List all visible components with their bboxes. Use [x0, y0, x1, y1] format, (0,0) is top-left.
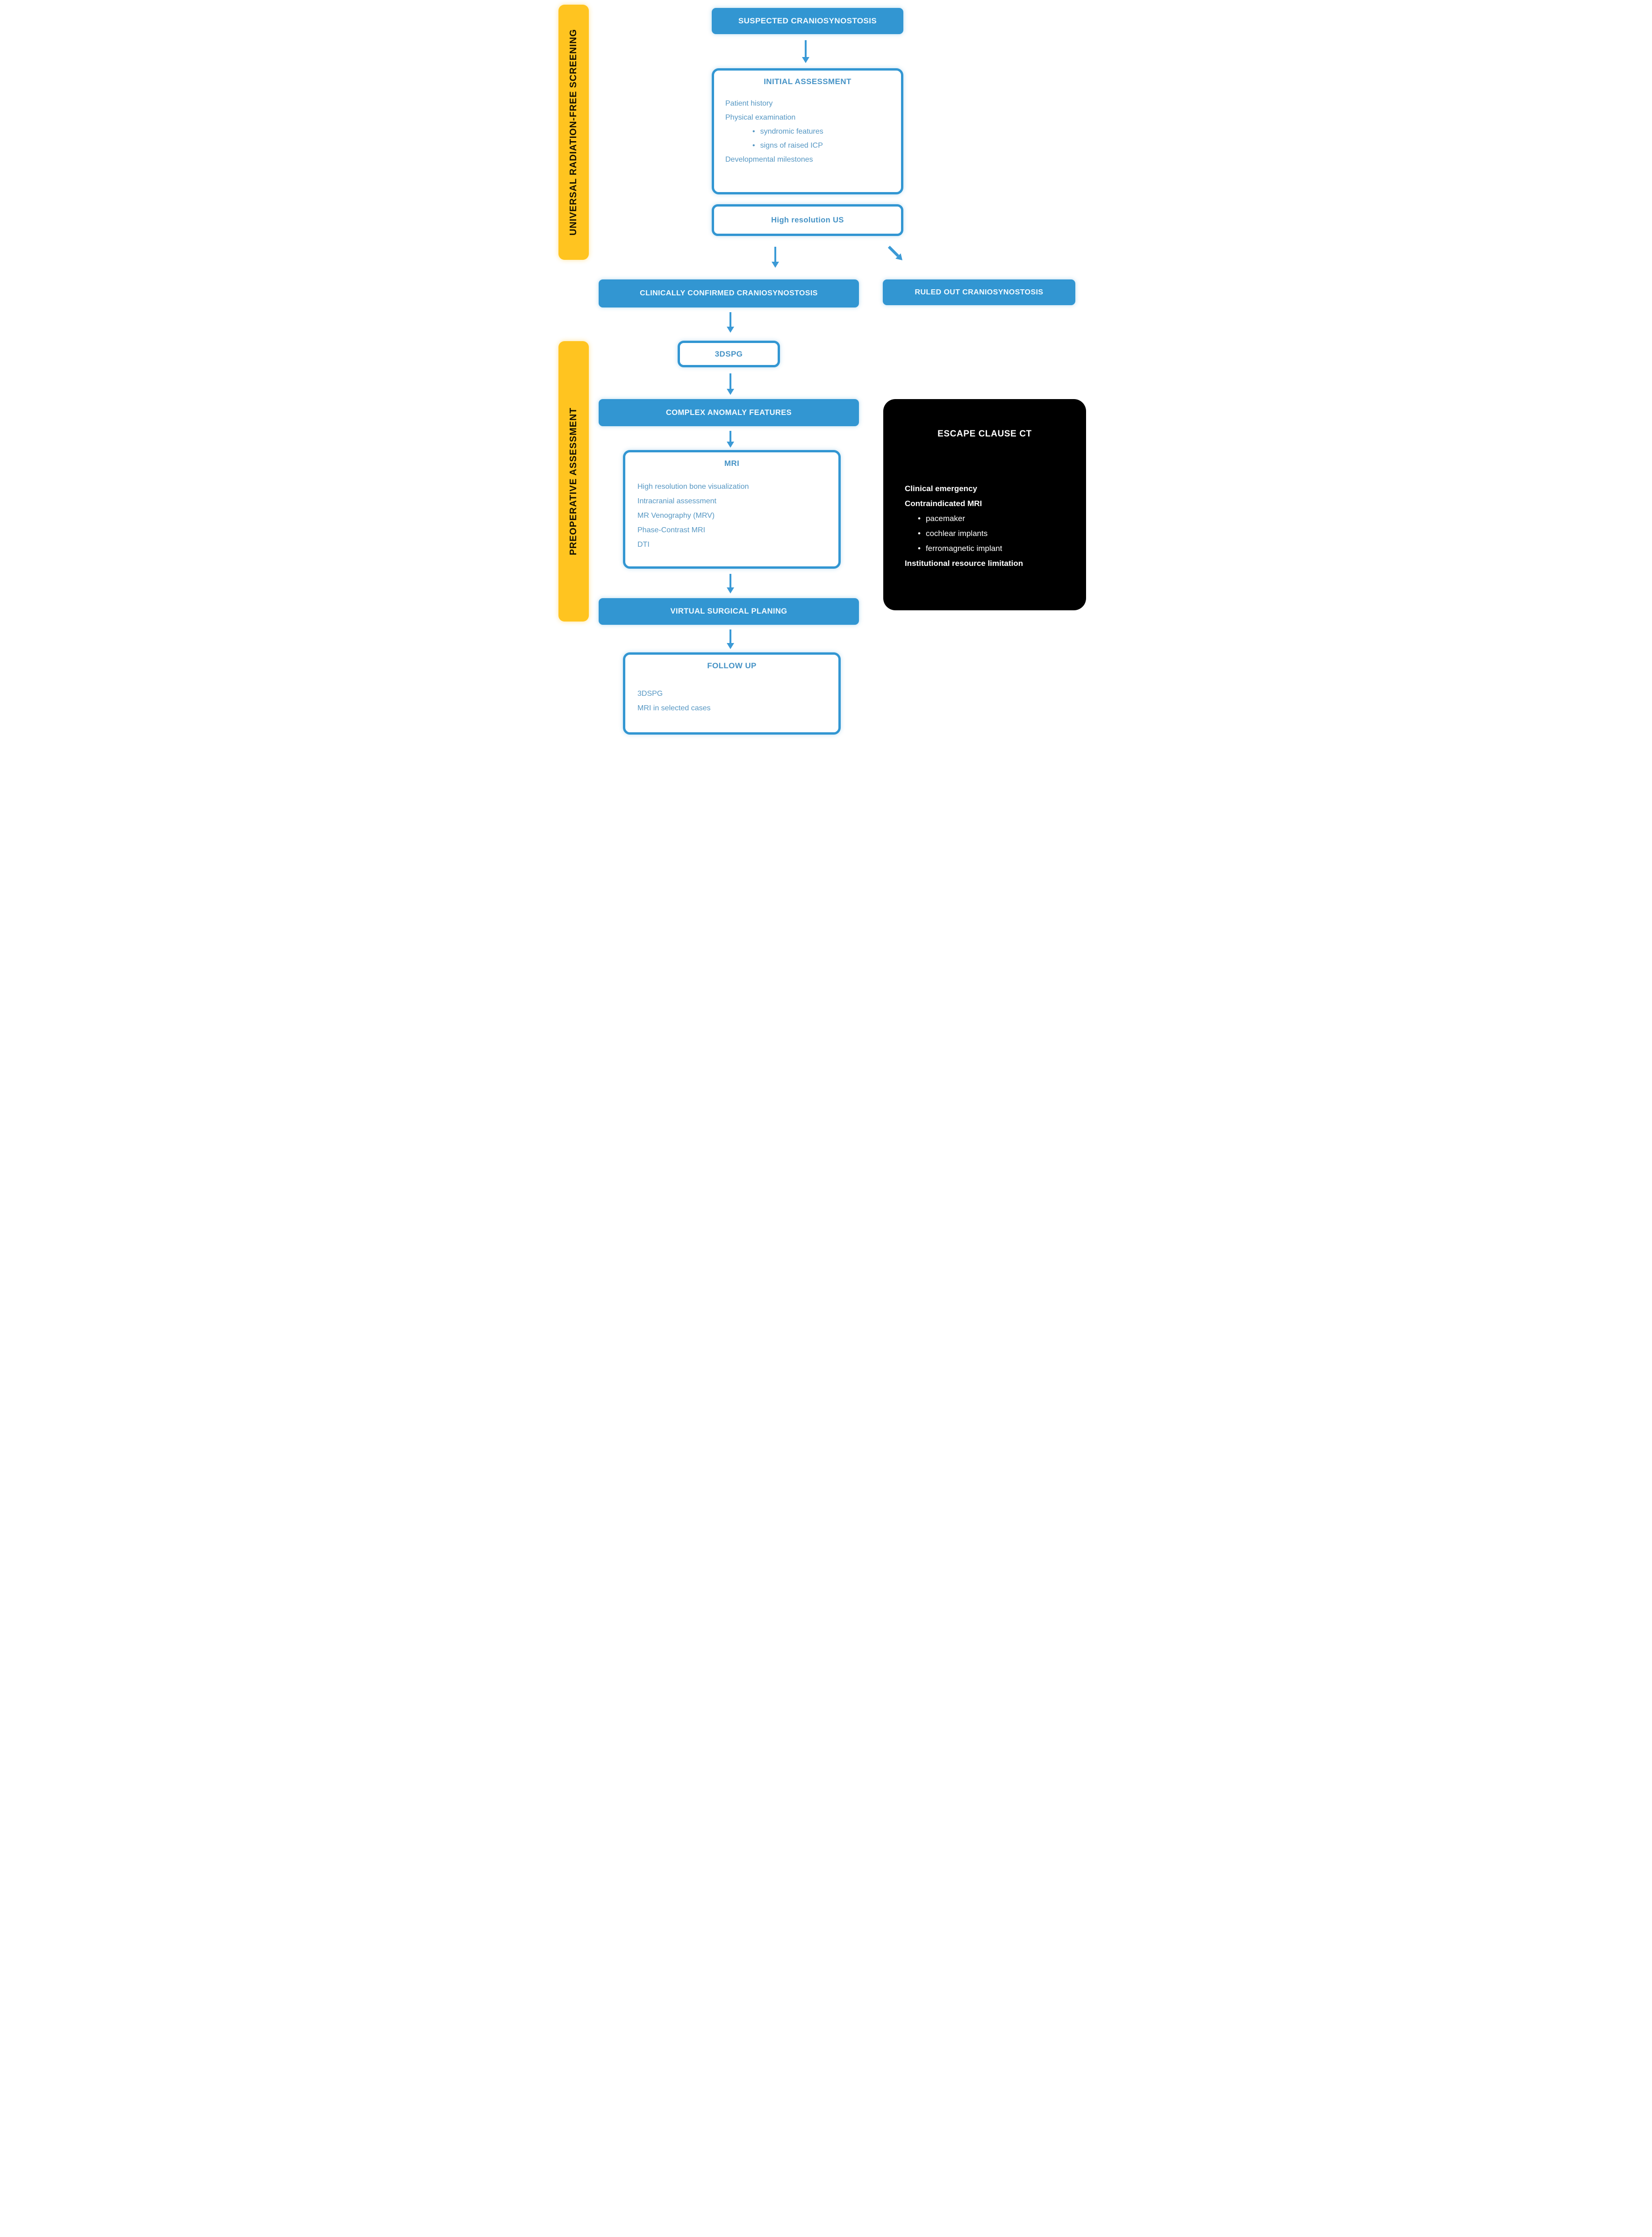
escape-clause-line: Contraindicated MRI — [905, 499, 982, 508]
initial-assessment-line: Patient history — [725, 100, 773, 107]
section-band-screening-label: UNIVERSAL RADIATION-FREE SCREENING — [568, 29, 579, 236]
initial-assessment-title: INITIAL ASSESSMENT — [764, 77, 851, 86]
escape-clause-bullet: cochlear implants — [905, 526, 1086, 541]
node-clinically-confirmed-label: CLINICALLY CONFIRMED CRANIOSYNOSTOSIS — [640, 289, 818, 297]
follow-up-line: 3DSPG — [637, 690, 663, 698]
initial-assessment-line: Physical examination — [725, 114, 796, 121]
arrow-us-to-ruled-out — [887, 245, 899, 257]
high-resolution-us-label: High resolution US — [771, 215, 844, 224]
mri-line: High resolution bone visualization — [637, 483, 749, 491]
node-3dspg: 3DSPG — [678, 341, 780, 367]
arrow-us-to-confirmed — [774, 247, 776, 262]
arrow-mri-to-vsp — [729, 574, 731, 587]
follow-up-title: FOLLOW UP — [707, 661, 757, 670]
arrow-confirmed-to-3dspg — [729, 312, 731, 327]
node-initial-assessment: INITIAL ASSESSMENT Patient history Physi… — [712, 68, 903, 194]
node-mri: MRI High resolution bone visualization I… — [623, 450, 841, 569]
arrow-complex-to-mri — [729, 431, 731, 442]
node-3dspg-label: 3DSPG — [715, 349, 743, 358]
node-ruled-out-label: RULED OUT CRANIOSYNOSTOSIS — [915, 288, 1044, 296]
follow-up-line: MRI in selected cases — [637, 704, 711, 712]
initial-assessment-bullet: signs of raised ICP — [725, 139, 901, 153]
arrow-3dspg-to-complex — [729, 373, 731, 389]
mri-line: MR Venography (MRV) — [637, 512, 715, 520]
mri-line: Phase-Contrast MRI — [637, 526, 705, 534]
node-virtual-surgical-planing: VIRTUAL SURGICAL PLANING — [599, 598, 859, 625]
flowchart-page: UNIVERSAL RADIATION-FREE SCREENING PREOP… — [551, 0, 1101, 746]
escape-clause-bullet: pacemaker — [905, 511, 1086, 526]
escape-clause-bullet: ferromagnetic implant — [905, 541, 1086, 556]
node-escape-clause-ct: ESCAPE CLAUSE CT Clinical emergency Cont… — [883, 399, 1086, 610]
arrow-suspected-to-initial — [805, 40, 807, 57]
initial-assessment-bullet: syndromic features — [725, 125, 901, 139]
node-suspected-craniosynostosis: SUSPECTED CRANIOSYNOSTOSIS — [712, 8, 903, 34]
mri-line: Intracranial assessment — [637, 497, 716, 505]
node-virtual-surgical-planing-label: VIRTUAL SURGICAL PLANING — [670, 607, 787, 615]
section-band-screening: UNIVERSAL RADIATION-FREE SCREENING — [558, 5, 589, 260]
node-complex-anomaly-features: COMPLEX ANOMALY FEATURES — [599, 399, 859, 426]
section-band-preoperative: PREOPERATIVE ASSESSMENT — [558, 341, 589, 622]
node-follow-up: FOLLOW UP 3DSPG MRI in selected cases — [623, 652, 841, 735]
node-high-resolution-us: High resolution US — [712, 204, 903, 236]
node-ruled-out: RULED OUT CRANIOSYNOSTOSIS — [883, 279, 1075, 305]
initial-assessment-line: Developmental milestones — [725, 156, 813, 164]
mri-line: DTI — [637, 541, 650, 549]
node-clinically-confirmed: CLINICALLY CONFIRMED CRANIOSYNOSTOSIS — [599, 279, 859, 307]
arrow-vsp-to-followup — [729, 629, 731, 643]
escape-clause-line: Clinical emergency — [905, 484, 977, 493]
node-complex-anomaly-features-label: COMPLEX ANOMALY FEATURES — [665, 408, 792, 417]
escape-clause-line: Institutional resource limitation — [905, 559, 1023, 568]
mri-title: MRI — [724, 459, 740, 468]
escape-clause-title: ESCAPE CLAUSE CT — [937, 429, 1032, 439]
section-band-preoperative-label: PREOPERATIVE ASSESSMENT — [568, 407, 579, 556]
node-suspected-craniosynostosis-label: SUSPECTED CRANIOSYNOSTOSIS — [738, 16, 877, 25]
